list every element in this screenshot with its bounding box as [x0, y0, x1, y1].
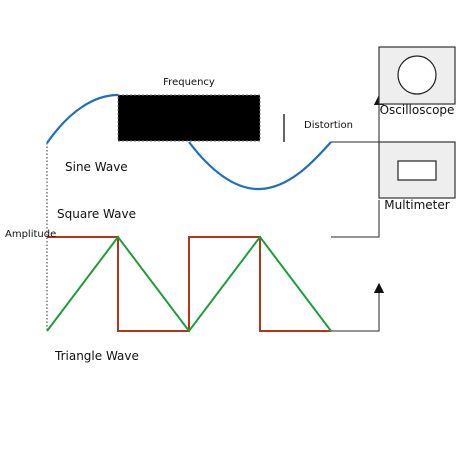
square-to-multimeter-connector: [331, 200, 380, 238]
sine-wave-label: Sine Wave: [65, 160, 128, 174]
multimeter-display-icon: [397, 160, 437, 181]
sine-wave-curve: [46, 93, 332, 191]
triangle-wave-line: [46, 235, 332, 333]
multimeter-label: Multimeter: [384, 198, 449, 212]
black-block: [117, 94, 261, 142]
oscilloscope-label: Oscilloscope: [380, 103, 455, 117]
oscilloscope-screen-icon: [397, 55, 437, 95]
square-wave-line: [47, 236, 331, 332]
triangle-wave-label: Triangle Wave: [54, 349, 139, 363]
distortion-label: Distortion: [304, 120, 353, 131]
amplitude-label: Amplitude: [5, 229, 56, 240]
frequency-label: Frequency: [163, 77, 215, 88]
triangle-connector: [331, 282, 385, 332]
square-wave-label: Square Wave: [57, 207, 136, 221]
multimeter-box[interactable]: [378, 141, 456, 199]
oscilloscope-box[interactable]: [378, 46, 456, 105]
